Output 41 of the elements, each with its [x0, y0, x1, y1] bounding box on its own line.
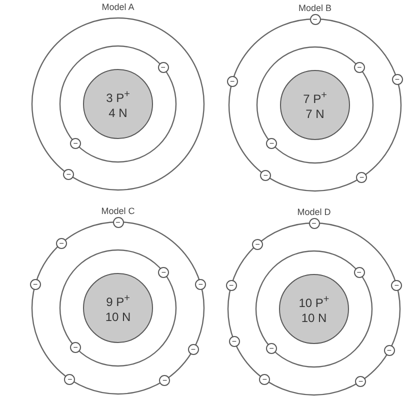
electron: − — [70, 138, 82, 150]
electron: − — [266, 138, 278, 150]
electron: − — [260, 170, 272, 181]
electron: − — [30, 278, 41, 290]
electron: − — [112, 216, 124, 228]
proton-count: 3 P$^{+}$ — [106, 88, 130, 106]
model-title: Model C — [101, 206, 135, 216]
electron: − — [158, 266, 170, 278]
electron: − — [252, 238, 264, 250]
electron: − — [259, 374, 270, 385]
electron: − — [226, 76, 238, 87]
proton-count: 7 P$^{+}$ — [303, 89, 327, 107]
electron: − — [188, 344, 199, 356]
electron: − — [195, 278, 206, 290]
electron: − — [356, 172, 368, 183]
neutron-count: 10 N — [301, 311, 327, 326]
model-title: Model D — [297, 207, 331, 217]
neutron-count: 7 N — [306, 107, 324, 122]
electron: − — [266, 343, 278, 354]
proton-count: 10 P$^{+}$ — [298, 293, 330, 311]
electron: − — [308, 218, 320, 228]
proton-count: 9 P$^{+}$ — [106, 292, 130, 310]
electron: − — [355, 376, 366, 387]
electron: − — [64, 374, 76, 385]
electron: − — [56, 238, 68, 249]
electron: − — [158, 62, 169, 73]
electron: − — [392, 74, 403, 86]
electron: − — [384, 345, 395, 356]
neutron-count: 10 N — [105, 310, 131, 325]
electron: − — [159, 374, 170, 386]
electron: − — [391, 280, 402, 291]
neutron-count: 4 N — [108, 106, 128, 121]
electron: − — [63, 168, 74, 180]
electron: − — [310, 14, 320, 24]
electron: − — [228, 336, 240, 347]
electron: − — [226, 280, 237, 291]
model-title: Model B — [298, 3, 332, 13]
electron: − — [354, 266, 365, 278]
electron: − — [354, 62, 365, 74]
electron: − — [70, 342, 82, 354]
model-title: Model A — [102, 2, 134, 12]
